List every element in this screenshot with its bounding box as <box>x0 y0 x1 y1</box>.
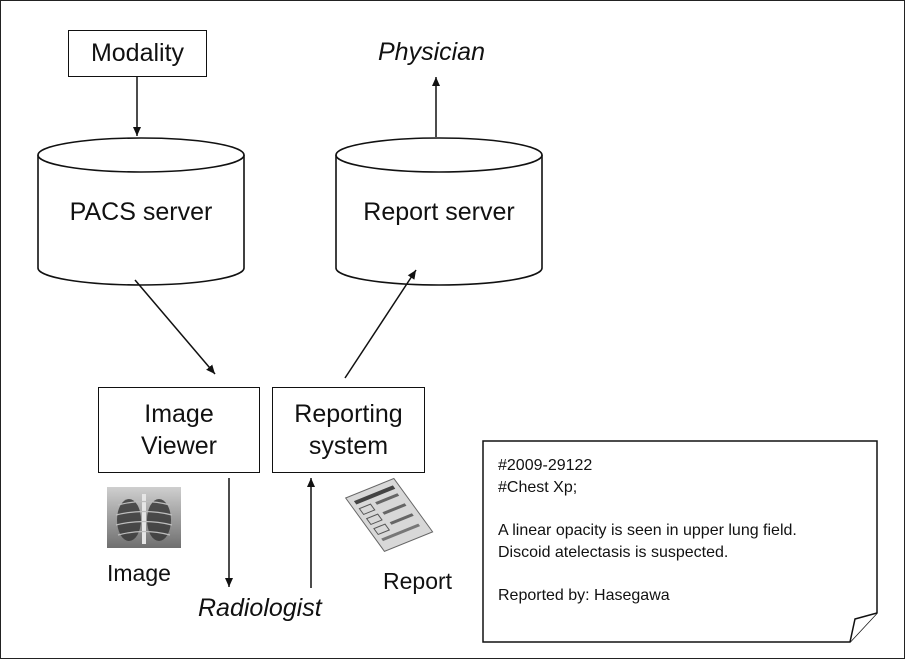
note-reported-by: Reported by: Hasegawa <box>498 587 670 604</box>
reporting-system-label-line2: system <box>308 432 389 460</box>
note-case-id: #2009-29122 <box>498 457 593 474</box>
report-form-icon <box>344 477 434 552</box>
report-server-label: Report server <box>363 198 515 226</box>
report-note-paper <box>482 440 878 643</box>
report-note-text: #2009-29122 #Chest Xp; A linear opacity … <box>498 455 797 607</box>
note-impression: Discoid atelectasis is suspected. <box>498 543 729 561</box>
image-viewer-label-line2: Viewer <box>141 432 217 460</box>
reporting-system-label-line1: Reporting <box>294 399 403 428</box>
image-viewer-box: Image Viewer <box>98 387 260 473</box>
pacs-server-label: PACS server <box>69 198 213 226</box>
modality-label: Modality <box>90 39 185 68</box>
image-caption: Image <box>107 560 171 586</box>
report-server-cylinder <box>335 137 543 286</box>
image-viewer-label-line1: Image <box>144 399 214 428</box>
note-exam: #Chest Xp; <box>498 478 578 496</box>
pacs-server-cylinder <box>37 137 245 286</box>
physician-label: Physician <box>378 38 485 66</box>
arrow-pacs-to-viewer <box>134 279 216 375</box>
reporting-system-box: Reporting system <box>272 387 425 473</box>
chest-xray-thumbnail <box>107 487 181 548</box>
arrow-reporting-to-report-server <box>344 269 417 379</box>
report-caption: Report <box>383 568 453 594</box>
note-finding: A linear opacity is seen in upper lung f… <box>498 522 797 539</box>
radiologist-label: Radiologist <box>198 594 322 622</box>
modality-box: Modality <box>68 30 207 77</box>
